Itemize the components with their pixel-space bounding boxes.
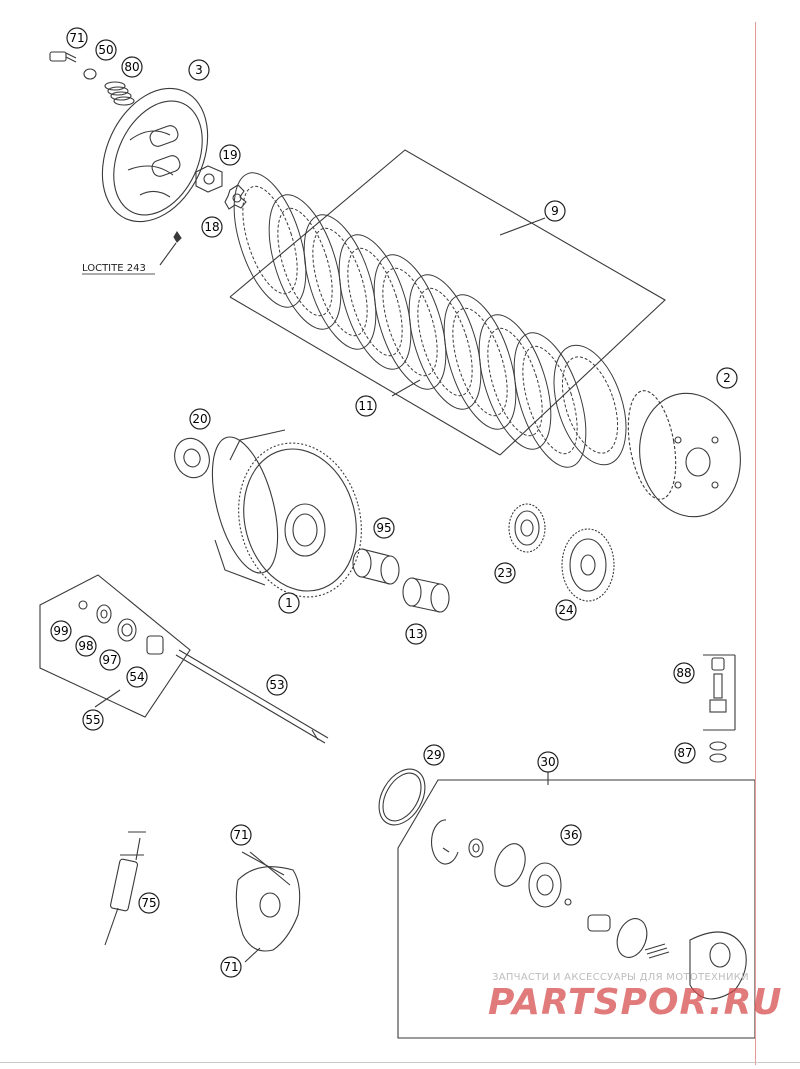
callout-55: 55 xyxy=(82,709,104,731)
callout-36: 36 xyxy=(560,824,582,846)
clutch-disc-stack xyxy=(229,149,666,468)
callout-11: 11 xyxy=(355,395,377,417)
callout-3-label: 3 xyxy=(195,63,203,77)
callout-19: 19 xyxy=(219,144,241,166)
callout-23-label: 23 xyxy=(497,566,512,580)
callout-11-label: 11 xyxy=(358,399,373,413)
callout-71b: 71 xyxy=(230,824,252,846)
callout-2: 2 xyxy=(716,367,738,389)
bushing-13 xyxy=(402,577,450,613)
syringe-75 xyxy=(104,831,146,946)
callout-9-label: 9 xyxy=(551,204,559,218)
callout-50: 50 xyxy=(95,39,117,61)
thrust-washer-20 xyxy=(174,437,210,479)
callout-29: 29 xyxy=(423,744,445,766)
callout-54: 54 xyxy=(126,666,148,688)
callout-1: 1 xyxy=(278,592,300,614)
callout-98: 98 xyxy=(75,635,97,657)
watermark-text: ЗАПЧАСТИ И АКСЕССУАРЫ ДЛЯ МОТОТЕХНИКИ xyxy=(492,972,749,983)
o-ring-29 xyxy=(378,768,426,826)
callout-53: 53 xyxy=(266,674,288,696)
callout-18: 18 xyxy=(201,216,223,238)
needle-bearing-95 xyxy=(352,548,400,585)
callout-88-label: 88 xyxy=(676,666,691,680)
bleed-screw-88 xyxy=(703,654,736,731)
callout-30: 30 xyxy=(537,751,559,773)
callout-30-label: 30 xyxy=(540,755,555,769)
callout-9: 9 xyxy=(544,200,566,222)
callout-95: 95 xyxy=(373,517,395,539)
seal-87b xyxy=(709,753,727,763)
nut-19 xyxy=(195,165,223,193)
callout-71a: 71 xyxy=(66,27,88,49)
clutch-basket-1 xyxy=(211,429,362,598)
callout-71a-label: 71 xyxy=(69,31,84,45)
callout-87-label: 87 xyxy=(677,746,692,760)
margin-rule xyxy=(755,22,756,1065)
lockwasher-18 xyxy=(224,184,247,210)
pressure-plate-3 xyxy=(101,87,209,223)
slave-cylinder-group-30 xyxy=(397,770,756,1039)
callout-97: 97 xyxy=(99,649,121,671)
seal-87a xyxy=(709,741,727,751)
callout-53-label: 53 xyxy=(269,678,284,692)
callout-19-label: 19 xyxy=(222,148,237,162)
callout-20: 20 xyxy=(189,408,211,430)
callout-36-label: 36 xyxy=(563,828,578,842)
screw-71 xyxy=(49,51,77,63)
callout-13: 13 xyxy=(405,623,427,645)
callout-71b-label: 71 xyxy=(233,828,248,842)
washer-50 xyxy=(83,68,97,80)
callout-80-label: 80 xyxy=(124,60,139,74)
callout-29-label: 29 xyxy=(426,748,441,762)
callout-88: 88 xyxy=(673,662,695,684)
callout-87: 87 xyxy=(674,742,696,764)
callout-24: 24 xyxy=(555,599,577,621)
loctite-note: LOCTITE 243 xyxy=(82,263,146,274)
callout-71c-label: 71 xyxy=(223,960,238,974)
watermark-logo: PARTSPOR.RU xyxy=(488,982,783,1023)
callout-75-label: 75 xyxy=(141,896,156,910)
callout-23: 23 xyxy=(494,562,516,584)
callout-2-label: 2 xyxy=(723,371,731,385)
lever-cover xyxy=(235,851,301,963)
callout-13-label: 13 xyxy=(408,627,423,641)
callout-50-label: 50 xyxy=(98,43,113,57)
release-parts-group-55 xyxy=(39,574,191,718)
spring-80 xyxy=(104,81,135,106)
callout-18-label: 18 xyxy=(204,220,219,234)
callout-24-label: 24 xyxy=(558,603,573,617)
callout-75: 75 xyxy=(138,892,160,914)
callout-97-label: 97 xyxy=(102,653,117,667)
bottom-rule xyxy=(0,1062,800,1063)
callout-99-label: 99 xyxy=(53,624,68,638)
push-rod-53 xyxy=(175,649,329,744)
callout-1-label: 1 xyxy=(285,596,293,610)
callout-95-label: 95 xyxy=(376,521,391,535)
callout-3: 3 xyxy=(188,59,210,81)
callout-71c: 71 xyxy=(220,956,242,978)
callout-20-label: 20 xyxy=(192,412,207,426)
callout-55-label: 55 xyxy=(85,713,100,727)
callout-99: 99 xyxy=(50,620,72,642)
callout-80: 80 xyxy=(121,56,143,78)
gear-24 xyxy=(561,528,615,602)
clutch-hub-2 xyxy=(627,390,741,518)
callout-54-label: 54 xyxy=(129,670,144,684)
gear-23 xyxy=(508,503,546,553)
callout-98-label: 98 xyxy=(78,639,93,653)
